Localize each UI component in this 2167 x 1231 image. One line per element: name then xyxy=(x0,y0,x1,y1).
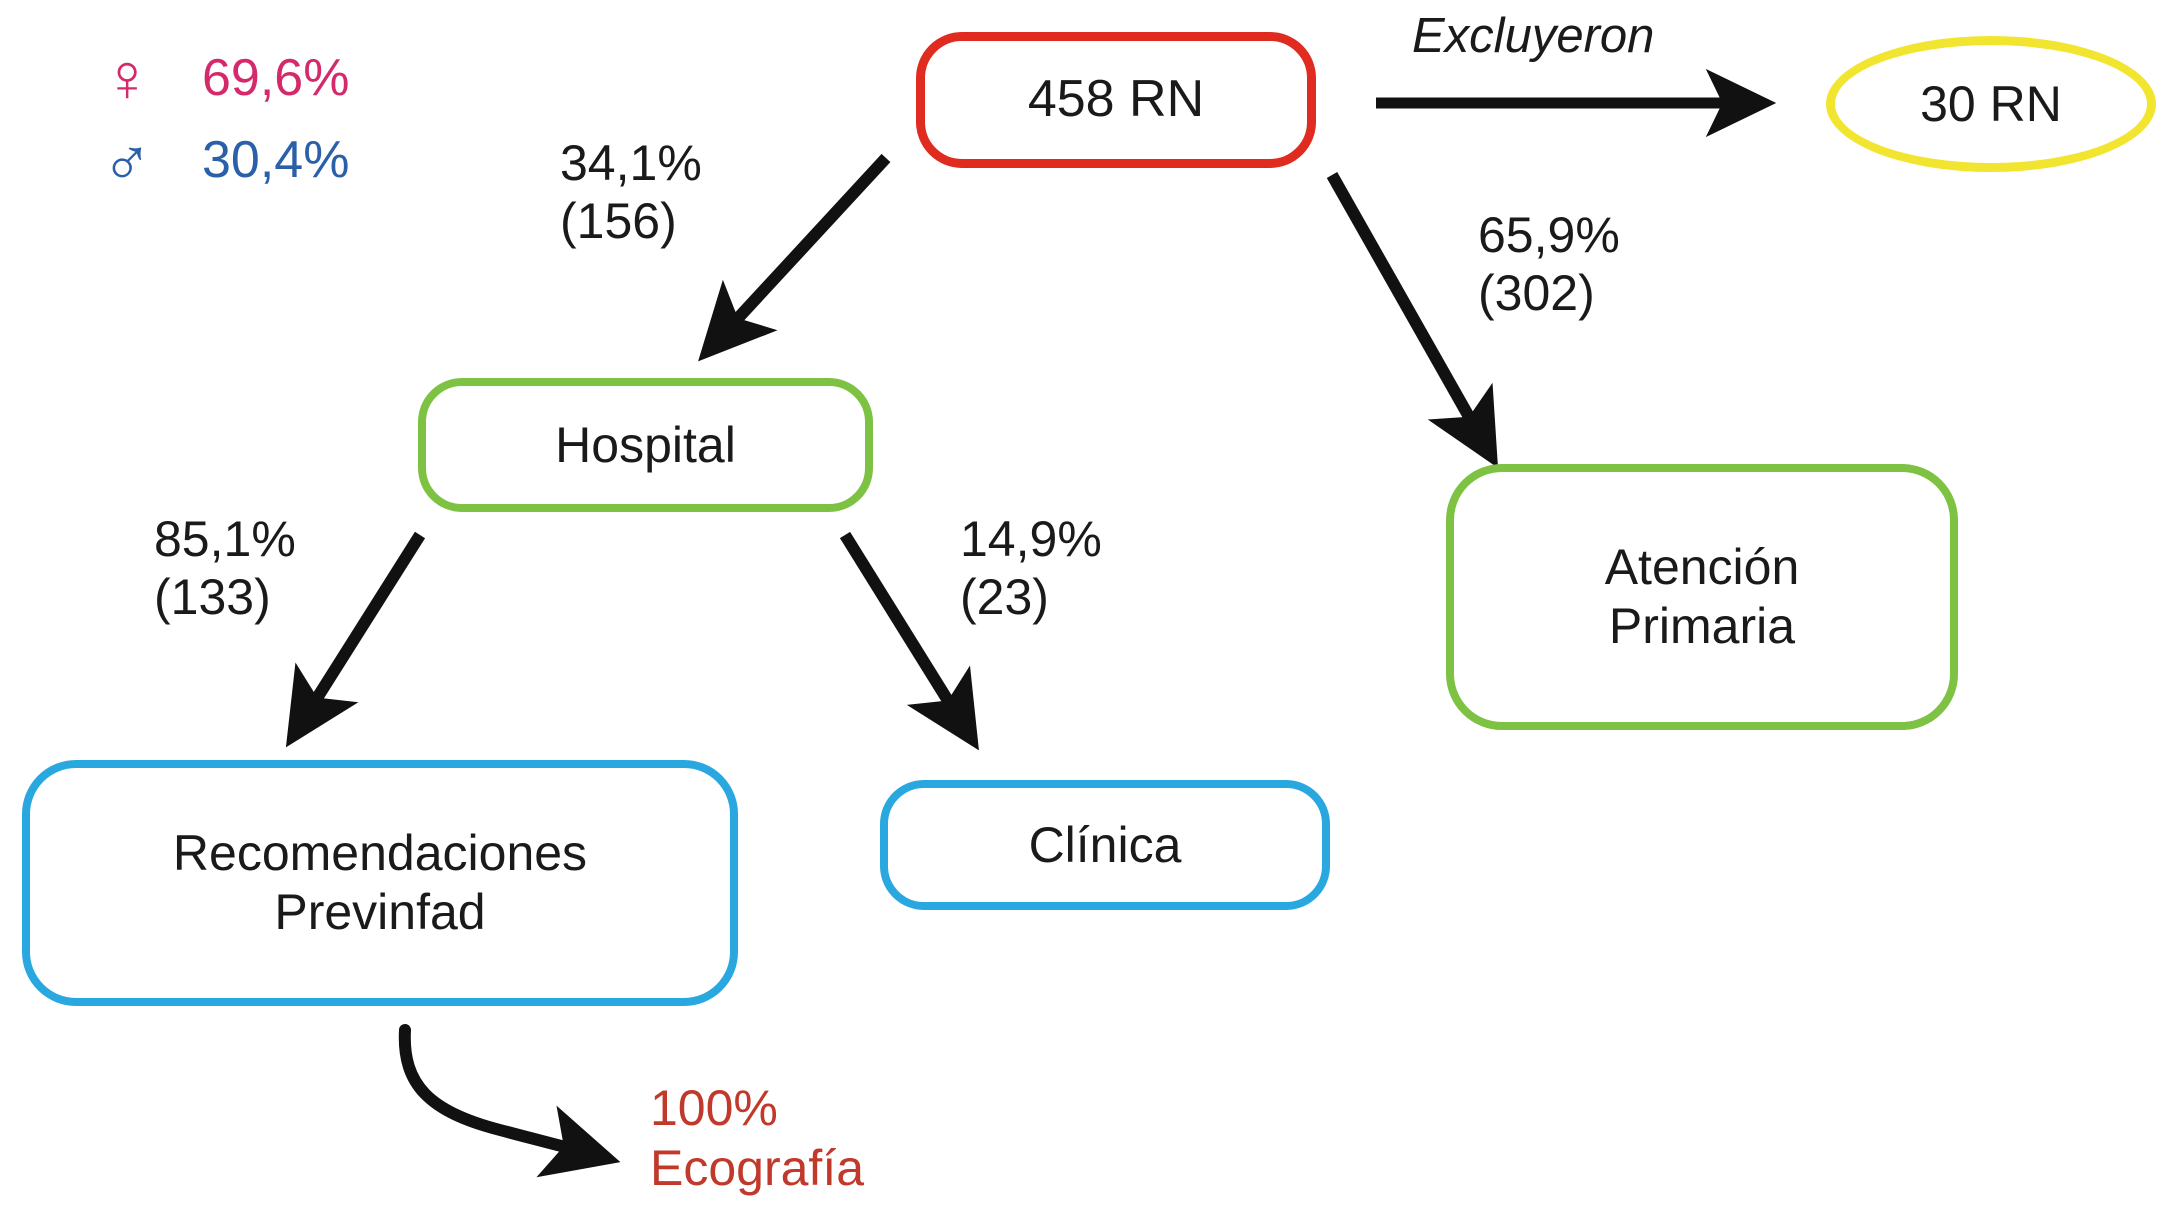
male-symbol-icon: ♂ xyxy=(101,122,153,198)
arrow-hospital-to-recomendaciones xyxy=(285,531,426,748)
female-symbol-icon: ♀ xyxy=(101,40,153,116)
edge-label-excluyeron: Excluyeron xyxy=(1412,9,1655,63)
node-atencion-primaria-label: Atención Primaria xyxy=(1604,539,1800,654)
arrow-cohort-to-atencion xyxy=(1326,172,1499,468)
arrow-recomendaciones-to-ecografia xyxy=(398,1024,621,1178)
node-excluded-label: 30 RN xyxy=(1920,75,2062,132)
arrow-hospital-to-clinica xyxy=(839,531,979,751)
node-atencion-primaria[interactable]: Atención Primaria xyxy=(1446,464,1958,730)
node-cohort-458-rn[interactable]: 458 RN xyxy=(916,32,1316,168)
arrow-cohort-to-hospital xyxy=(698,153,891,362)
node-recomendaciones-previnfad-label: Recomendaciones Previnfad xyxy=(172,825,588,940)
node-excluded-30-rn[interactable]: 30 RN xyxy=(1826,36,2156,172)
edge-label-hospital-to-recomendaciones: 85,1% (133) xyxy=(154,511,296,625)
edge-label-hospital-to-clinica: 14,9% (23) xyxy=(960,511,1102,625)
annotation-ecografia: 100% Ecografía xyxy=(650,1080,865,1196)
edge-label-cohort-to-hospital: 34,1% (156) xyxy=(560,135,702,249)
node-recomendaciones-previnfad[interactable]: Recomendaciones Previnfad xyxy=(22,760,738,1006)
node-clinica[interactable]: Clínica xyxy=(880,780,1330,910)
edge-label-cohort-to-atencion: 65,9% (302) xyxy=(1478,207,1620,321)
legend-male-value: 30,4% xyxy=(202,131,350,189)
legend-female-value: 69,6% xyxy=(202,49,350,107)
legend-row-male: ♂ 30,4% xyxy=(96,122,396,198)
node-clinica-label: Clínica xyxy=(1028,816,1182,873)
node-cohort-label: 458 RN xyxy=(1027,70,1205,129)
node-hospital[interactable]: Hospital xyxy=(418,378,873,512)
legend-row-female: ♀ 69,6% xyxy=(96,40,396,116)
node-hospital-label: Hospital xyxy=(555,416,736,473)
